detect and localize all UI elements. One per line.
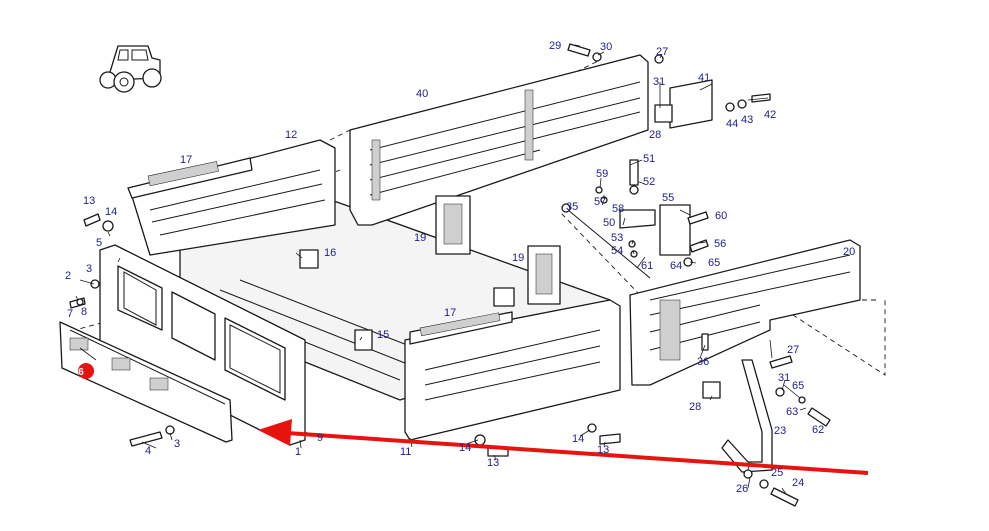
callout-57: 57 bbox=[594, 196, 606, 208]
fasteners bbox=[69, 43, 831, 507]
hinges-brackets bbox=[299, 79, 721, 399]
front-frame bbox=[99, 244, 306, 446]
callout-9: 9 bbox=[317, 432, 323, 444]
callout-24: 24 bbox=[792, 477, 804, 489]
callout-11: 11 bbox=[400, 446, 411, 458]
callout-14: 14 bbox=[459, 442, 471, 454]
callout-64: 64 bbox=[670, 260, 682, 272]
callout-1: 1 bbox=[295, 446, 301, 458]
support-rod bbox=[561, 203, 651, 279]
callout-16: 16 bbox=[324, 247, 336, 259]
callout-52: 52 bbox=[643, 176, 655, 188]
left-side-panel bbox=[127, 139, 336, 256]
callout-13: 13 bbox=[487, 457, 499, 469]
callout-13: 13 bbox=[83, 195, 95, 207]
callout-42: 42 bbox=[764, 109, 776, 121]
callout-7: 7 bbox=[67, 308, 73, 320]
callout-14: 14 bbox=[105, 206, 117, 218]
step-bracket bbox=[721, 359, 773, 473]
indicator-arrow bbox=[258, 419, 869, 475]
callout-13: 13 bbox=[597, 444, 609, 456]
callout-8: 8 bbox=[81, 306, 87, 318]
callout-29: 29 bbox=[549, 40, 561, 52]
callout-6-badge bbox=[78, 363, 94, 379]
callout-56: 56 bbox=[714, 238, 726, 250]
callout-65: 65 bbox=[708, 257, 720, 269]
callout-50: 50 bbox=[603, 217, 615, 229]
callout-19: 19 bbox=[414, 232, 426, 244]
callout-12: 12 bbox=[285, 129, 297, 141]
callout-65: 65 bbox=[792, 380, 804, 392]
callout-27: 27 bbox=[787, 344, 799, 356]
callout-31: 31 bbox=[653, 76, 665, 88]
callout-19: 19 bbox=[512, 252, 524, 264]
bottom-plate bbox=[59, 321, 233, 443]
right-side-panel bbox=[629, 239, 861, 386]
callout-54: 54 bbox=[611, 245, 623, 257]
callout-55: 55 bbox=[662, 192, 674, 204]
callout-23: 23 bbox=[774, 425, 786, 437]
callout-30: 30 bbox=[600, 41, 612, 53]
callout-62: 62 bbox=[812, 424, 824, 436]
callout-2: 2 bbox=[65, 270, 71, 282]
callout-43: 43 bbox=[741, 114, 753, 126]
callout-3: 3 bbox=[174, 438, 180, 450]
callout-31: 31 bbox=[778, 372, 790, 384]
callout-17: 17 bbox=[180, 154, 192, 166]
callout-20: 20 bbox=[843, 246, 855, 258]
callout-41: 41 bbox=[698, 72, 710, 84]
callout-60: 60 bbox=[715, 210, 727, 222]
callout-53: 53 bbox=[611, 232, 623, 244]
callout-14: 14 bbox=[572, 433, 584, 445]
callout-63: 63 bbox=[786, 406, 798, 418]
callout-25: 25 bbox=[771, 467, 783, 479]
callout-28: 28 bbox=[689, 401, 701, 413]
tractor-icon bbox=[99, 45, 162, 93]
callout-58: 58 bbox=[612, 203, 624, 215]
callout-36: 36 bbox=[697, 356, 709, 368]
callout-17: 17 bbox=[444, 307, 456, 319]
callout-15: 15 bbox=[377, 329, 389, 341]
callout-28: 28 bbox=[649, 129, 661, 141]
callout-59: 59 bbox=[596, 168, 608, 180]
callout-40: 40 bbox=[416, 88, 428, 100]
callout-4: 4 bbox=[145, 445, 151, 457]
callout-61: 61 bbox=[641, 260, 653, 272]
rear-top-panel bbox=[349, 54, 649, 226]
callout-5: 5 bbox=[96, 237, 102, 249]
leader-lines bbox=[75, 44, 807, 495]
callout-27: 27 bbox=[656, 46, 668, 58]
callout-35: 35 bbox=[566, 201, 578, 213]
callout-3: 3 bbox=[86, 263, 92, 275]
callout-51: 51 bbox=[643, 153, 655, 165]
front-side-panel bbox=[404, 299, 621, 441]
callout-6: 6 bbox=[78, 367, 84, 378]
callout-44: 44 bbox=[726, 118, 738, 130]
callout-26: 26 bbox=[736, 483, 748, 495]
